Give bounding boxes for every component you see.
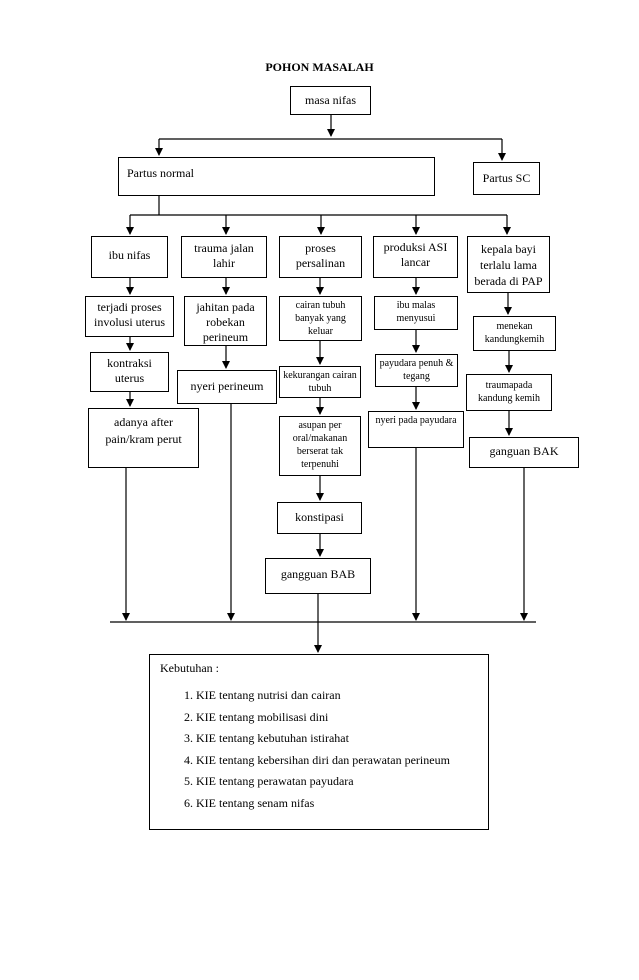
node-payudara-penuh: payudara penuh & tegang [375,354,458,387]
node-kepala-bayi-pap: kepala bayi terlalu lama berada di PAP [467,236,550,293]
needs-box: Kebutuhan : KIE tentang nutrisi dan cair… [149,654,489,830]
node-masa-nifas: masa nifas [290,86,371,115]
needs-item: KIE tentang mobilisasi dini [196,707,450,729]
node-ibu-malas-menyusui: ibu malas menyusui [374,296,458,330]
node-menekan-kandungkemih: menekan kandungkemih [473,316,556,351]
needs-item: KIE tentang perawatan payudara [196,771,450,793]
node-kekurangan-cairan: kekurangan cairan tubuh [279,366,361,398]
node-asupan-per-oral: asupan per oral/makanan berserat tak ter… [279,416,361,476]
node-kontraksi-uterus: kontraksi uterus [90,352,169,392]
node-nyeri-payudara: nyeri pada payudara [368,411,464,448]
node-involusi-uterus: terjadi proses involusi uterus [85,296,174,337]
node-partus-normal: Partus normal [118,157,435,196]
node-konstipasi: konstipasi [277,502,362,534]
needs-item: KIE tentang senam nifas [196,793,450,815]
node-ganguan-bak: ganguan BAK [469,437,579,468]
node-cairan-tubuh-keluar: cairan tubuh banyak yang keluar [279,296,362,341]
node-jahitan-robekan-perineum: jahitan pada robekan perineum [184,296,267,346]
node-gangguan-bab: gangguan BAB [265,558,371,594]
needs-item: KIE tentang kebersihan diri dan perawata… [196,750,450,772]
node-after-pain: adanya after pain/kram perut [88,408,199,468]
needs-heading: Kebutuhan : [160,661,219,675]
needs-item: KIE tentang kebutuhan istirahat [196,728,450,750]
node-ibu-nifas: ibu nifas [91,236,168,278]
needs-list: KIE tentang nutrisi dan cairan KIE tenta… [162,685,450,814]
node-produksi-asi-lancar: produksi ASI lancar [373,236,458,278]
node-proses-persalinan: proses persalinan [279,236,362,278]
node-trauma-kandung-kemih: traumapada kandung kemih [466,374,552,411]
diagram-title: POHON MASALAH [265,60,374,74]
needs-item: KIE tentang nutrisi dan cairan [196,685,450,707]
node-partus-sc: Partus SC [473,162,540,195]
node-trauma-jalan-lahir: trauma jalan lahir [181,236,267,278]
node-nyeri-perineum: nyeri perineum [177,370,277,404]
